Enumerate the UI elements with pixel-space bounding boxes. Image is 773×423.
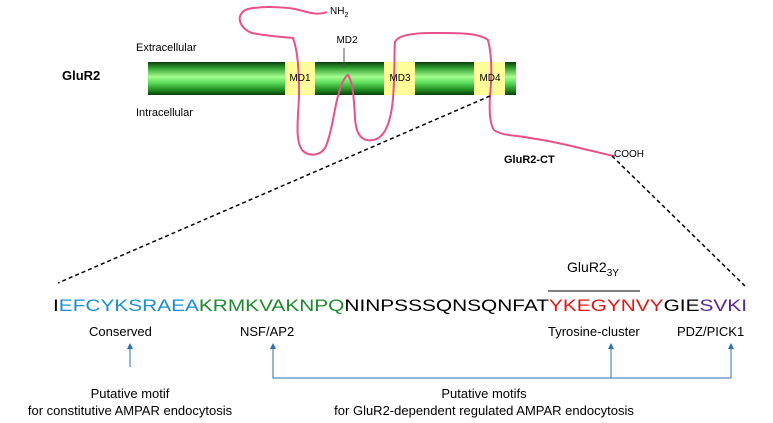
regulated-bracket xyxy=(272,363,732,379)
seq-gie: GIE xyxy=(664,296,700,315)
constitutive-motif-line1: Putative motif xyxy=(91,386,170,401)
glur2-3y-label: GluR23Y xyxy=(567,259,619,279)
md4-label: MD4 xyxy=(479,73,501,84)
glur2-ct-label: GluR2-CT xyxy=(504,154,555,166)
domain-md3-box xyxy=(384,62,415,95)
constitutive-motif-line2: for constitutive AMPAR endocytosis xyxy=(28,403,233,418)
zoom-line-right xyxy=(611,155,746,287)
domain-md1-box xyxy=(285,62,315,95)
domain-md4-box xyxy=(474,62,505,95)
zoom-line-left xyxy=(57,95,491,284)
cooh-label: COOH xyxy=(614,149,644,160)
membrane-bar xyxy=(148,62,516,95)
glur2-label: GluR2 xyxy=(62,68,100,83)
seq-conserved: EFCYKSRAEA xyxy=(59,296,200,315)
seq-middle: NINPSSSQNSQNFAT xyxy=(344,296,549,315)
extracellular-label: Extracellular xyxy=(136,42,197,54)
md2-label: MD2 xyxy=(336,35,358,46)
polypeptide-chain xyxy=(238,6,616,157)
tyrosine-cluster-label: Tyrosine-cluster xyxy=(548,324,640,339)
n-terminus-label: NH2 xyxy=(330,6,348,19)
intracellular-label: Intracellular xyxy=(136,107,193,119)
md1-label: MD1 xyxy=(289,73,311,84)
conserved-label: Conserved xyxy=(89,324,152,339)
nsf-ap2-label: NSF/AP2 xyxy=(240,324,294,339)
md3-label: MD3 xyxy=(389,73,411,84)
seq-pdz: SVKI xyxy=(700,296,747,315)
seq-nsf-ap2: KRMKVAKNPQ xyxy=(199,296,345,315)
regulated-motif-line2: for GluR2-dependent regulated AMPAR endo… xyxy=(334,403,634,418)
regulated-motif-line1: Putative motifs xyxy=(441,386,527,401)
pdz-pick1-label: PDZ/PICK1 xyxy=(677,324,744,339)
seq-start-residue: I xyxy=(53,296,59,315)
seq-tyrosine-cluster: YKEGYNVY xyxy=(549,296,664,315)
